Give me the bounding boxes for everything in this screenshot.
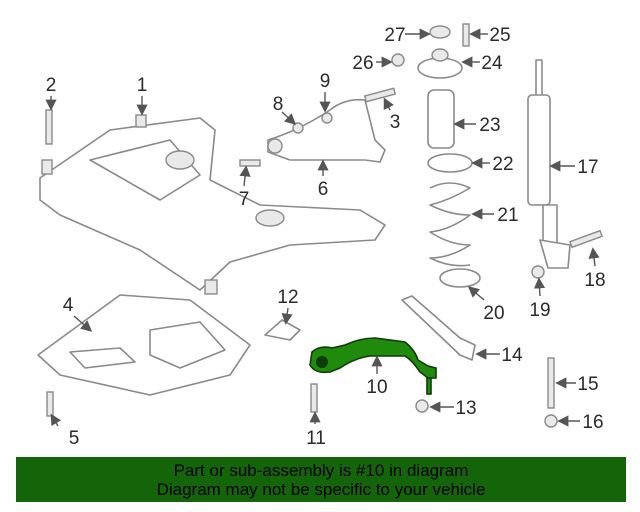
callout-labels: 1 2 3 4 5 6 7 8 9 10 11 12 13 14 15 16 1… bbox=[46, 25, 606, 449]
coil-spring-21[interactable] bbox=[429, 182, 471, 267]
callout-7: 7 bbox=[239, 189, 250, 210]
callout-5: 5 bbox=[69, 428, 80, 449]
callout-24: 24 bbox=[481, 53, 503, 74]
bolt-15[interactable] bbox=[547, 357, 555, 409]
upper-control-arm-10-highlighted[interactable] bbox=[309, 337, 437, 395]
callout-23: 23 bbox=[479, 115, 500, 136]
banner-line-2: Diagram may not be specific to your vehi… bbox=[156, 480, 486, 499]
nut-13[interactable] bbox=[415, 399, 429, 413]
callout-17: 17 bbox=[577, 157, 598, 178]
callout-6: 6 bbox=[318, 179, 329, 200]
nut-16[interactable] bbox=[544, 414, 558, 428]
cap-27[interactable] bbox=[429, 25, 451, 39]
leader-lines bbox=[45, 28, 600, 427]
bracket-12[interactable] bbox=[264, 319, 301, 341]
shock-absorber-17[interactable] bbox=[527, 59, 571, 269]
callout-10: 10 bbox=[366, 377, 387, 398]
callout-25: 25 bbox=[489, 25, 510, 46]
callout-13: 13 bbox=[455, 398, 476, 419]
callout-12: 12 bbox=[277, 287, 298, 308]
callout-4: 4 bbox=[63, 295, 74, 316]
bolt-18[interactable] bbox=[569, 229, 603, 249]
bolt-2[interactable] bbox=[45, 109, 53, 145]
nut-19[interactable] bbox=[531, 265, 545, 279]
upper-control-arm-6[interactable] bbox=[267, 98, 386, 163]
callout-15: 15 bbox=[577, 374, 598, 395]
bolt-7[interactable] bbox=[239, 159, 261, 167]
bolt-3[interactable] bbox=[363, 87, 397, 103]
callout-22: 22 bbox=[492, 154, 513, 175]
callout-27: 27 bbox=[384, 25, 405, 46]
callout-20: 20 bbox=[483, 303, 504, 324]
callout-21: 21 bbox=[497, 205, 518, 226]
callout-9: 9 bbox=[320, 71, 331, 92]
callout-1: 1 bbox=[137, 75, 148, 96]
callout-19: 19 bbox=[529, 300, 550, 321]
underbody-shield-part[interactable] bbox=[37, 294, 251, 396]
bolt-11[interactable] bbox=[310, 383, 318, 413]
callout-11: 11 bbox=[306, 428, 326, 449]
callout-18: 18 bbox=[584, 270, 605, 291]
callout-16: 16 bbox=[582, 412, 603, 433]
bump-stop-23[interactable] bbox=[427, 89, 455, 149]
callout-8: 8 bbox=[273, 94, 284, 115]
diagram-notice-banner: Part or sub-assembly is #10 in diagram D… bbox=[16, 457, 626, 502]
callout-2: 2 bbox=[46, 75, 57, 96]
subframe-part[interactable] bbox=[39, 114, 386, 295]
spring-seat-22[interactable] bbox=[427, 153, 473, 173]
spring-seat-20[interactable] bbox=[439, 268, 481, 288]
nut-8[interactable] bbox=[292, 122, 304, 134]
control-arm-14[interactable] bbox=[401, 295, 476, 361]
callout-3: 3 bbox=[390, 112, 401, 133]
callout-14: 14 bbox=[501, 345, 523, 366]
nut-26[interactable] bbox=[391, 53, 405, 67]
bolt-25[interactable] bbox=[462, 23, 470, 47]
nut-9[interactable] bbox=[321, 112, 333, 124]
bolt-5[interactable] bbox=[46, 391, 54, 417]
strut-mount-24[interactable] bbox=[417, 48, 463, 79]
banner-line-1: Part or sub-assembly is #10 in diagram bbox=[173, 461, 469, 480]
callout-26: 26 bbox=[352, 53, 373, 74]
